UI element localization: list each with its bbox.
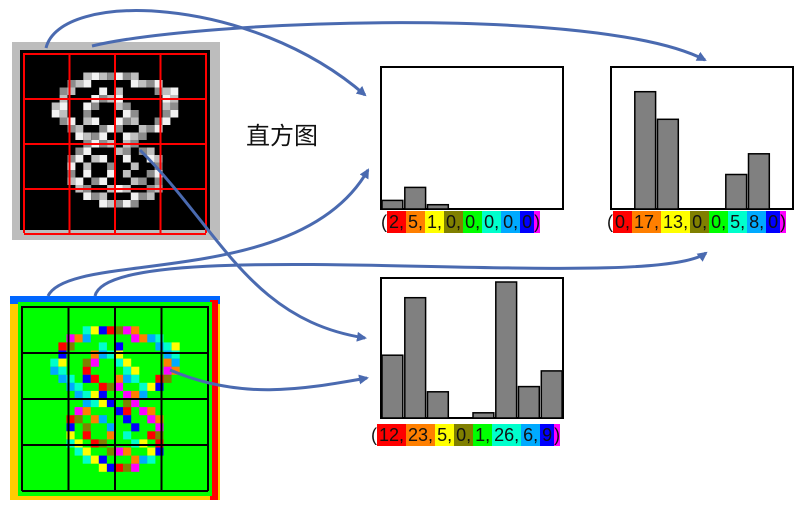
vector-open-paren: ( xyxy=(607,211,613,233)
histogram-bar xyxy=(404,186,427,210)
histogram-vector-1: (2,5,1,0,0,0,0,0) xyxy=(381,211,541,233)
vector-bin-value: 2, xyxy=(387,211,407,233)
histogram-bar xyxy=(404,296,427,419)
vector-bin-value: 13, xyxy=(661,211,691,233)
vector-close-paren: ) xyxy=(534,211,541,233)
vector-bin-value: 5, xyxy=(406,211,426,233)
vector-bin-value: 0, xyxy=(444,211,464,233)
vector-bin-value: 0, xyxy=(613,211,633,233)
histogram-bar xyxy=(426,203,450,210)
histogram-bar xyxy=(517,385,541,419)
histogram-3 xyxy=(380,277,564,419)
vector-bin-value: 5, xyxy=(728,211,748,233)
vector-bin-value: 1, xyxy=(473,424,493,446)
connection-arrows xyxy=(44,9,708,392)
vector-open-paren: ( xyxy=(371,424,377,446)
vector-bin-value: 9 xyxy=(540,424,555,446)
top-input-image xyxy=(12,42,220,240)
vector-bin-value: 0, xyxy=(454,424,474,446)
arrow-top-to-hist1 xyxy=(44,9,367,97)
vector-open-paren: ( xyxy=(381,211,387,233)
arrow-topcell-to-hist3 xyxy=(138,148,367,342)
bottom-orientation-image xyxy=(10,296,220,500)
vector-close-paren: ) xyxy=(554,424,561,446)
vector-bin-value: 0 xyxy=(520,211,535,233)
vector-bin-value: 5, xyxy=(435,424,455,446)
vector-bin-value: 1, xyxy=(425,211,445,233)
histogram-2 xyxy=(610,66,794,210)
histogram-bar xyxy=(381,199,404,210)
histogram-1 xyxy=(380,66,564,210)
arrow-top-to-hist2 xyxy=(91,21,707,62)
arrow-bottom-to-hist2 xyxy=(93,251,708,297)
histogram-bar xyxy=(495,281,518,419)
vector-bin-value: 26, xyxy=(492,424,522,446)
vector-bin-value: 6, xyxy=(521,424,541,446)
histogram-bar xyxy=(381,354,404,419)
vector-bin-value: 0 xyxy=(766,211,781,233)
histogram-bar xyxy=(472,412,495,419)
vector-bin-value: 0, xyxy=(482,211,502,233)
vector-bin-value: 17, xyxy=(632,211,662,233)
vector-bin-value: 0, xyxy=(709,211,729,233)
histogram-bar xyxy=(747,153,771,210)
vector-bin-value: 23, xyxy=(406,424,436,446)
vector-bin-value: 8, xyxy=(747,211,767,233)
histogram-bar xyxy=(656,118,680,210)
histogram-vector-3: (12,23,5,0,1,26,6,9) xyxy=(371,424,561,446)
histogram-bar xyxy=(634,90,657,210)
vector-bin-value: 0, xyxy=(690,211,710,233)
vector-bin-value: 0, xyxy=(463,211,483,233)
histogram-vector-2: (0,17,13,0,0,5,8,0) xyxy=(607,211,787,233)
arrow-bottomcell-to-hist3 xyxy=(169,368,369,392)
vector-bin-value: 0, xyxy=(501,211,521,233)
histogram-bar xyxy=(426,391,450,419)
arrow-bottom-to-hist1 xyxy=(46,168,370,297)
histogram-bar xyxy=(540,370,563,419)
vector-close-paren: ) xyxy=(780,211,787,233)
diagram-title: 直方图 xyxy=(246,122,318,150)
vector-bin-value: 12, xyxy=(377,424,407,446)
histogram-bar xyxy=(725,173,748,210)
